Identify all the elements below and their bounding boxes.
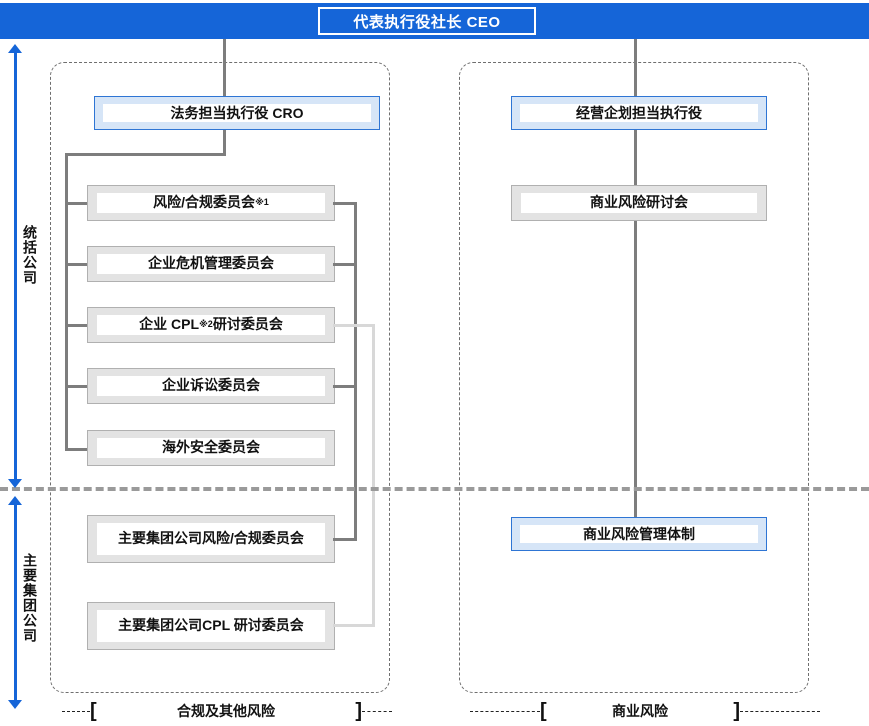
footer-left-dash [62,710,90,712]
box-crisis-management-committee[interactable]: 企业危机管理委员会 [87,246,335,282]
zone-compliance-risk [50,62,390,693]
label-text: 企业 CPL [139,316,200,333]
rail-holding-arrow-up [8,44,22,53]
connector-right-stub-group-risk [333,538,357,541]
label-line-2: 风险/合规委员会 [202,530,304,547]
box-crisis-management-committee-label: 企业危机管理委员会 [97,254,325,274]
connector-planning-to-seminar [634,130,637,185]
connector-stub-1 [65,202,89,205]
connector-cro-horizontal [65,153,226,156]
connector-light-stub-cpl [333,324,375,327]
box-cro-label: 法务担当执行役 CRO [103,104,371,122]
label-line-1: 主要集团公司 [118,530,203,547]
footer-bracket-open: [ [90,700,97,722]
footer-bracket-close: ] [733,700,740,722]
rail-holding-arrow-down [8,479,22,488]
box-litigation-committee[interactable]: 企业诉讼委员会 [87,368,335,404]
connector-stub-2 [65,263,89,266]
rail-group-arrow-up [8,496,22,505]
footer-compliance-risk: [ 合规及其他风险 ] [62,698,392,724]
box-risk-compliance-committee-label: 风险/合规委员会※1 [97,193,325,213]
footer-business-risk: [ 商业风险 ] [470,698,820,724]
box-management-planning-executive-label: 经营企划担当执行役 [520,104,758,122]
label-line-2: CPL 研讨委员会 [202,617,304,634]
box-overseas-safety-committee[interactable]: 海外安全委员会 [87,430,335,466]
label-superscript: ※2 [199,319,213,330]
box-group-risk-compliance-committee-label: 主要集团公司 风险/合规委员会 [97,523,325,555]
footer-right-dash [740,710,820,712]
connector-stub-5 [65,448,89,451]
box-business-risk-seminar[interactable]: 商业风险研讨会 [511,185,767,221]
box-cro[interactable]: 法务担当执行役 CRO [94,96,380,130]
connector-seminar-to-system [634,221,637,517]
rail-holding-company [14,53,17,479]
rail-group-company [14,505,17,700]
connector-right-stub-1 [333,202,357,205]
section-divider [0,487,869,491]
box-overseas-safety-committee-label: 海外安全委员会 [97,438,325,458]
footer-compliance-risk-label: 合规及其他风险 [177,703,275,719]
rail-group-arrow-down [8,700,22,709]
label-text-2: 研讨委员会 [212,316,283,333]
footer-bracket-close: ] [355,700,362,722]
box-business-risk-management-system[interactable]: 商业风险管理体制 [511,517,767,551]
label-line-1: 主要集团公司 [118,617,203,634]
box-group-risk-compliance-committee[interactable]: 主要集团公司 风险/合规委员会 [87,515,335,563]
connector-stub-4 [65,385,89,388]
connector-right-stub-2 [333,263,357,266]
rail-label-group-company: 主要集团公司 [22,553,38,643]
box-management-planning-executive[interactable]: 经营企划担当执行役 [511,96,767,130]
connector-ceo-to-planning [634,39,637,97]
footer-business-risk-label: 商业风险 [612,703,668,719]
connector-right-stub-4 [333,385,357,388]
box-risk-compliance-committee[interactable]: 风险/合规委员会※1 [87,185,335,221]
footer-right-dash [362,710,392,712]
connector-light-stub-group-cpl [333,624,375,627]
box-litigation-committee-label: 企业诉讼委员会 [97,376,325,396]
footer-left-dash [470,710,540,712]
box-group-cpl-study-committee-label: 主要集团公司 CPL 研讨委员会 [97,610,325,642]
connector-right-spine-light [372,324,375,627]
rail-label-holding-company: 统括公司 [22,225,38,285]
connector-left-spine [65,153,68,451]
label-superscript: ※1 [255,197,269,208]
label-text: 风险/合规委员会 [153,194,256,211]
connector-right-spine-dark [354,202,357,541]
ceo-box: 代表执行役社长 CEO [318,7,536,35]
footer-bracket-open: [ [540,700,547,722]
connector-stub-3 [65,324,89,327]
ceo-label: 代表执行役社长 CEO [353,13,501,31]
box-group-cpl-study-committee[interactable]: 主要集团公司 CPL 研讨委员会 [87,602,335,650]
connector-cro-drop [223,130,226,155]
connector-ceo-to-cro [223,39,226,97]
box-business-risk-management-system-label: 商业风险管理体制 [520,525,758,543]
box-business-risk-seminar-label: 商业风险研讨会 [521,193,757,213]
